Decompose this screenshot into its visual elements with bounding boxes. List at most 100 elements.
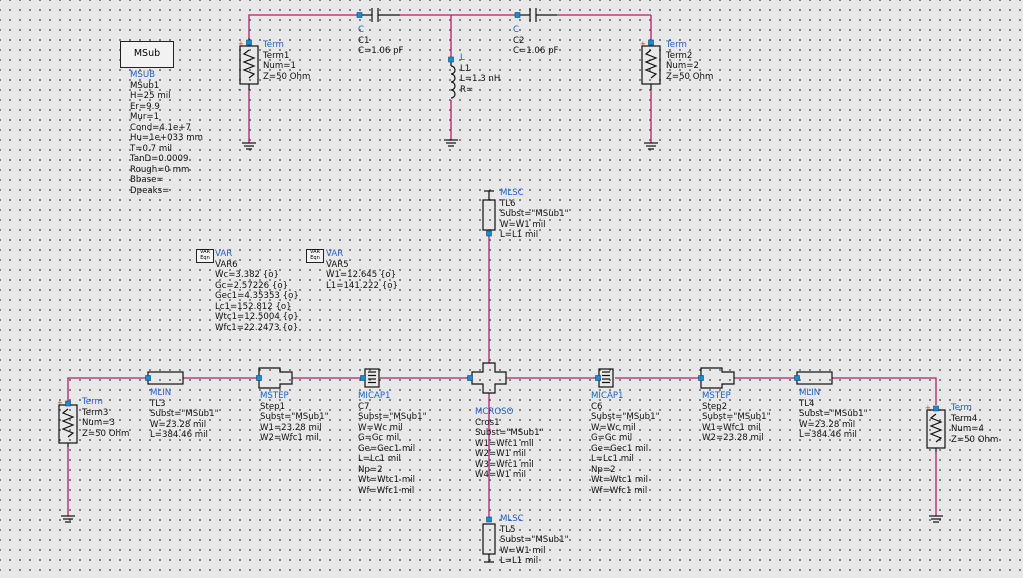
component-param-line: C	[358, 25, 365, 35]
component-param-line: Wf=Wfc1 mil	[591, 485, 648, 496]
component-param-line: Wtc1=12.5004 {o}	[215, 312, 299, 322]
component-param-line: L=L1 mil	[500, 230, 539, 240]
component-param-line: C=1.06 pF	[513, 46, 559, 56]
component-param-line: Subst="MSub1"	[150, 409, 219, 419]
svg-text:-: -	[640, 86, 643, 94]
port-term2[interactable]: + -	[640, 39, 661, 94]
component-param-line: Wfc1=22.2473 {o}	[215, 322, 299, 333]
component-param-line: W=Wc mil	[591, 422, 636, 433]
component-param-line: VAR6	[215, 259, 238, 270]
component-param-line: MICAP1	[591, 391, 624, 401]
component-param-line: L	[460, 53, 465, 63]
component-param-line: Subst="MSub1"	[500, 535, 569, 545]
component-param-line: Z=50 Ohm	[82, 428, 130, 439]
svg-text:+: +	[925, 404, 931, 412]
component-param-line: MSTEP	[702, 391, 731, 401]
component-param-line: W1=12.645 {o}	[326, 270, 397, 280]
component-param-line: Num=2	[666, 61, 699, 71]
msub-symbol-label: MSub	[133, 48, 161, 59]
port-term3[interactable]: +	[57, 399, 78, 447]
svg-text:-: -	[238, 86, 241, 94]
component-param-line: Er=9.9	[130, 101, 160, 112]
component-param-line: Term2	[666, 50, 693, 61]
component-param-line: Term	[666, 40, 687, 50]
component-param-line: Bbase=	[130, 175, 164, 185]
component-param-line: C6	[591, 401, 603, 412]
mlsc-tl5[interactable]	[482, 516, 496, 563]
component-param-line: C1	[358, 35, 370, 46]
micap-c7[interactable]	[360, 368, 380, 388]
capacitor-c1[interactable]	[356, 8, 400, 22]
component-param-line: C7	[358, 401, 370, 412]
msub-symbol[interactable]: MSub	[120, 41, 174, 68]
component-param-line: MLIN	[150, 388, 172, 398]
component-param-line: W=Wc mil	[358, 422, 403, 433]
mlsc-tl6[interactable]	[482, 190, 496, 237]
component-param-line: C=1.06 pF	[358, 46, 404, 56]
mstep-step2[interactable]	[698, 367, 735, 389]
component-param-line: W2=23.28 mil	[702, 433, 764, 443]
component-param-line: Subst="MSub1"	[475, 428, 544, 438]
component-param-line: MLSC	[500, 188, 524, 198]
component-param-line: Num=4	[951, 424, 984, 434]
capacitor-c2[interactable]	[514, 8, 557, 22]
component-param-line: TL6	[500, 198, 516, 209]
component-param-line: Wt=Wtc1 mil	[358, 475, 416, 485]
svg-text:+: +	[238, 40, 244, 48]
mstep-step1[interactable]	[256, 367, 293, 389]
component-param-line: TanD=0.0009	[130, 154, 189, 164]
component-param-line: Step1	[260, 401, 286, 412]
component-param-line: W=23.28 mil	[799, 419, 856, 430]
component-param-line: Step2	[702, 401, 728, 412]
micap-c6[interactable]	[595, 368, 614, 388]
top-wires	[248, 14, 652, 143]
component-param-line: Wt=Wtc1 mil	[591, 475, 649, 485]
svg-text:+: +	[640, 40, 646, 48]
component-param-line: Hu=1e+033 mm	[130, 133, 203, 143]
bottom-wires	[67, 236, 937, 520]
component-param-line: Term	[951, 403, 972, 413]
component-param-line: W1=Wfc1 mil	[475, 438, 534, 449]
component-param-line: W=W1 mil	[500, 219, 546, 230]
component-param-line: MSTEP	[260, 391, 289, 401]
component-param-line: Wc=3.382 {o}	[215, 270, 279, 280]
component-param-line: W3=Wfc1 mil	[475, 459, 534, 470]
svg-text:+: +	[57, 399, 63, 407]
component-param-line: W1=Wfc1 mil	[702, 422, 761, 433]
component-param-line: Subst="MSub1"	[358, 412, 427, 422]
component-param-line: Np=2	[358, 464, 383, 475]
component-param-line: TL4	[799, 398, 815, 409]
port-term4[interactable]: +	[925, 404, 946, 452]
mcroso-cros1[interactable]	[467, 362, 507, 394]
component-param-line: Lc1=152.812 {o}	[215, 301, 292, 312]
component-param-line: MSub1	[130, 80, 160, 91]
component-param-line: L=Lc1 mil	[358, 454, 401, 464]
mlin-tl3[interactable]	[145, 371, 184, 385]
mlin-tl4[interactable]	[794, 371, 833, 385]
component-param-line: W=23.28 mil	[150, 419, 207, 430]
component-param-line: W2=W1 mil	[475, 449, 527, 459]
component-param-line: Dpeaks=	[130, 185, 170, 196]
component-param-line: W2=Wfc1 mil	[260, 433, 319, 443]
component-param-line: Subst="MSub1"	[500, 209, 569, 219]
port-term1[interactable]: + -	[238, 38, 259, 94]
component-param-line: C	[513, 25, 520, 35]
inductor-l1[interactable]	[448, 56, 456, 99]
component-param-line: MICAP1	[358, 391, 391, 401]
component-param-line: Term1	[263, 50, 290, 61]
component-param-line: Z=50 Ohm	[951, 434, 999, 445]
